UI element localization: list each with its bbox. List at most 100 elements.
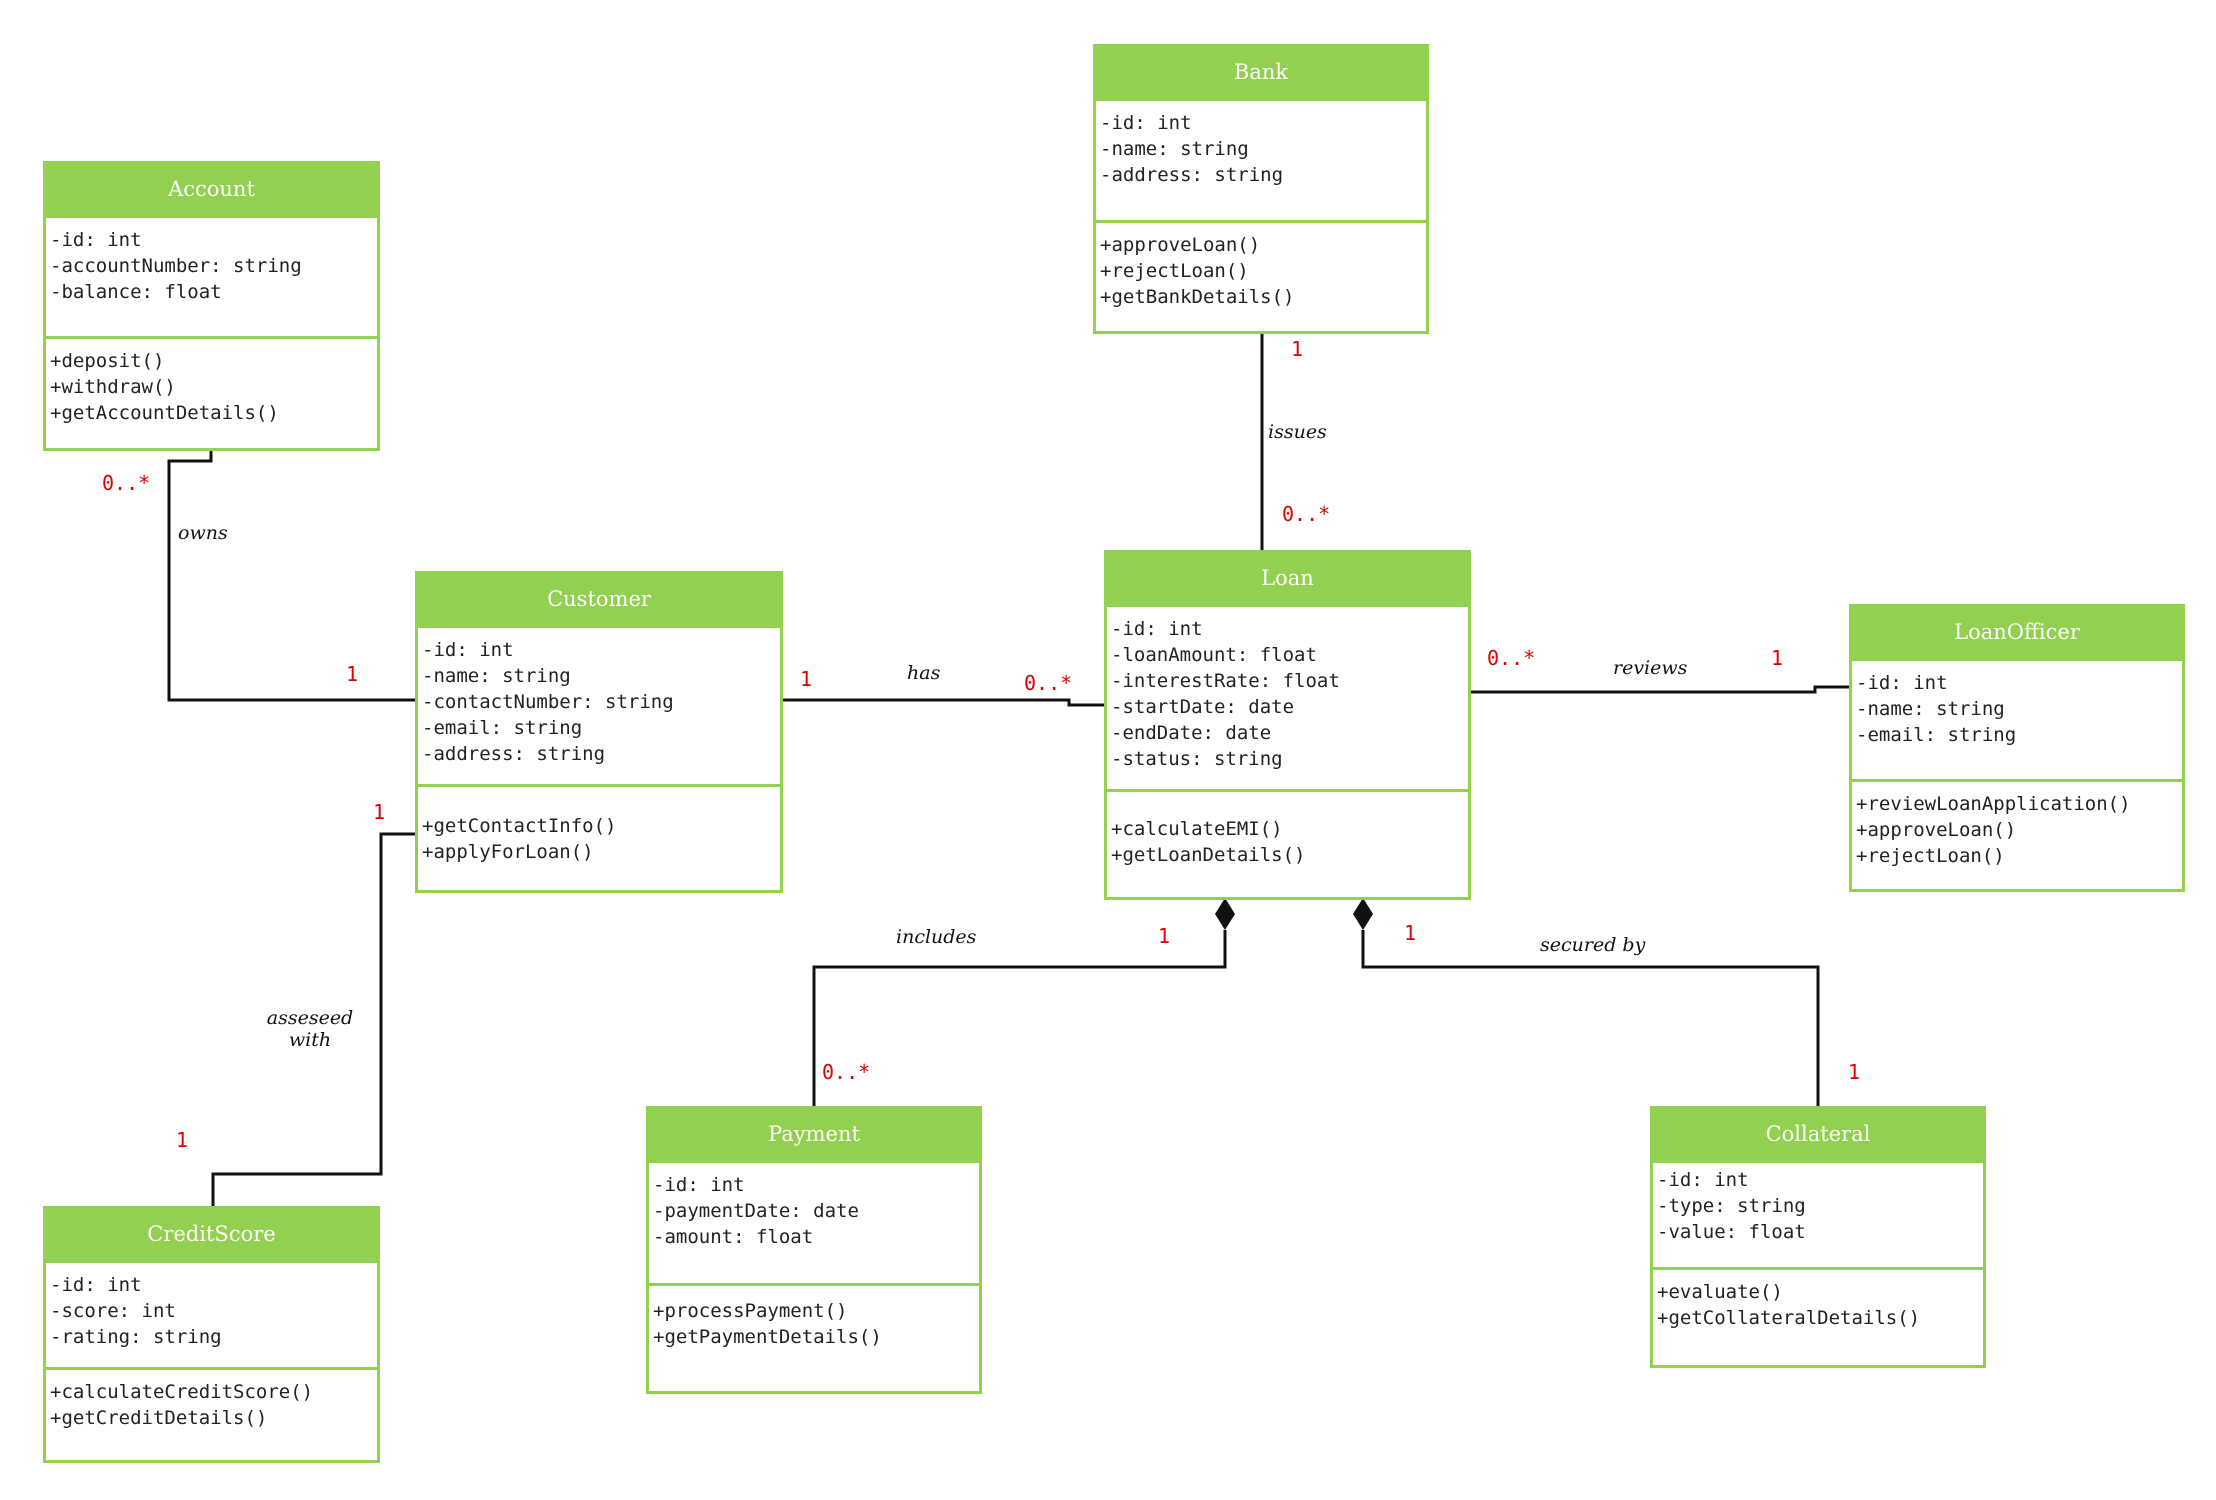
secured-by-connector bbox=[1361, 930, 1820, 1107]
operation: +calculateEMI() bbox=[1111, 818, 1283, 840]
operation: +approveLoan() bbox=[1100, 234, 1261, 256]
assoc-label-includes: includes bbox=[896, 926, 977, 948]
owns-connector bbox=[167, 450, 416, 702]
operation: +getLoanDetails() bbox=[1111, 844, 1306, 866]
class-loan-attributes: -id: int -loanAmount: float -interestRat… bbox=[1107, 607, 1468, 792]
has-connector bbox=[782, 698, 1105, 707]
class-payment-title: Payment bbox=[649, 1109, 979, 1163]
attribute: -name: string bbox=[1856, 698, 2005, 720]
class-collateral-title: Collateral bbox=[1653, 1109, 1983, 1163]
assoc-label-has: has bbox=[907, 662, 941, 684]
attribute: -address: string bbox=[422, 743, 606, 765]
operation: +getContactInfo() bbox=[422, 815, 617, 837]
class-collateral-attributes: -id: int -type: string -value: float bbox=[1653, 1163, 1983, 1270]
class-customer[interactable]: Customer -id: int -name: string -contact… bbox=[415, 571, 783, 893]
attribute: -email: string bbox=[1856, 724, 2017, 746]
attribute: -amount: float bbox=[653, 1226, 814, 1248]
operation: +rejectLoan() bbox=[1100, 260, 1249, 282]
attribute: -endDate: date bbox=[1111, 722, 1272, 744]
attribute: -id: int bbox=[50, 1274, 142, 1296]
mult-owns-customer: 1 bbox=[346, 662, 359, 686]
assoc-label-issues: issues bbox=[1268, 421, 1327, 443]
attribute: -paymentDate: date bbox=[653, 1200, 859, 1222]
attribute: -id: int bbox=[653, 1174, 745, 1196]
attribute: -id: int bbox=[1657, 1169, 1749, 1191]
class-payment[interactable]: Payment -id: int -paymentDate: date -amo… bbox=[646, 1106, 982, 1394]
class-bank-attributes: -id: int -name: string -address: string bbox=[1096, 101, 1426, 223]
class-loanofficer-operations: +reviewLoanApplication() +approveLoan() … bbox=[1852, 782, 2182, 869]
class-customer-attributes: -id: int -name: string -contactNumber: s… bbox=[418, 628, 780, 787]
reviews-connector bbox=[1470, 685, 1850, 694]
class-bank[interactable]: Bank -id: int -name: string -address: st… bbox=[1093, 44, 1429, 334]
mult-assessed-creditscore: 1 bbox=[176, 1128, 189, 1152]
operation: +evaluate() bbox=[1657, 1281, 1783, 1303]
operation: +getCreditDetails() bbox=[50, 1407, 268, 1429]
mult-reviews-loan: 0..* bbox=[1487, 646, 1536, 670]
attribute: -interestRate: float bbox=[1111, 670, 1340, 692]
attribute: -name: string bbox=[1100, 138, 1249, 160]
attribute: -id: int bbox=[50, 229, 142, 251]
class-bank-title: Bank bbox=[1096, 47, 1426, 101]
attribute: -rating: string bbox=[50, 1326, 222, 1348]
operation: +processPayment() bbox=[653, 1300, 848, 1322]
attribute: -type: string bbox=[1657, 1195, 1806, 1217]
operation: +getBankDetails() bbox=[1100, 286, 1295, 308]
operation: +calculateCreditScore() bbox=[50, 1381, 314, 1403]
mult-secured-loan: 1 bbox=[1404, 921, 1417, 945]
assoc-label-reviews: reviews bbox=[1613, 657, 1688, 679]
class-customer-title: Customer bbox=[418, 574, 780, 628]
composition-diamond-payment bbox=[1215, 898, 1235, 930]
class-account-attributes: -id: int -accountNumber: string -balance… bbox=[46, 218, 377, 339]
composition-diamond-collateral bbox=[1353, 898, 1373, 930]
operation: +getAccountDetails() bbox=[50, 402, 279, 424]
attribute: -id: int bbox=[1100, 112, 1192, 134]
operation: +getCollateralDetails() bbox=[1657, 1307, 1921, 1329]
class-account[interactable]: Account -id: int -accountNumber: string … bbox=[43, 161, 380, 451]
class-collateral-operations: +evaluate() +getCollateralDetails() bbox=[1653, 1270, 1983, 1331]
attribute: -status: string bbox=[1111, 748, 1283, 770]
mult-includes-payment: 0..* bbox=[822, 1060, 871, 1084]
attribute: -id: int bbox=[422, 639, 514, 661]
mult-has-loan: 0..* bbox=[1024, 671, 1073, 695]
mult-secured-collateral: 1 bbox=[1848, 1060, 1861, 1084]
class-loanofficer[interactable]: LoanOfficer -id: int -name: string -emai… bbox=[1849, 604, 2185, 892]
class-creditscore-attributes: -id: int -score: int -rating: string bbox=[46, 1263, 377, 1370]
mult-issues-loan: 0..* bbox=[1282, 502, 1331, 526]
assessed-with-connector bbox=[211, 832, 416, 1207]
class-bank-operations: +approveLoan() +rejectLoan() +getBankDet… bbox=[1096, 223, 1426, 310]
attribute: -name: string bbox=[422, 665, 571, 687]
attribute: -startDate: date bbox=[1111, 696, 1295, 718]
class-account-operations: +deposit() +withdraw() +getAccountDetail… bbox=[46, 339, 377, 426]
operation: +rejectLoan() bbox=[1856, 845, 2005, 867]
operation: +getPaymentDetails() bbox=[653, 1326, 882, 1348]
operation: +deposit() bbox=[50, 350, 165, 372]
attribute: -accountNumber: string bbox=[50, 255, 302, 277]
class-payment-attributes: -id: int -paymentDate: date -amount: flo… bbox=[649, 1163, 979, 1286]
class-collateral[interactable]: Collateral -id: int -type: string -value… bbox=[1650, 1106, 1986, 1368]
class-customer-operations: +getContactInfo() +applyForLoan() bbox=[418, 787, 780, 865]
operation: +reviewLoanApplication() bbox=[1856, 793, 2131, 815]
attribute: -score: int bbox=[50, 1300, 176, 1322]
operation: +approveLoan() bbox=[1856, 819, 2017, 841]
mult-includes-loan: 1 bbox=[1158, 924, 1171, 948]
attribute: -loanAmount: float bbox=[1111, 644, 1317, 666]
operation: +applyForLoan() bbox=[422, 841, 594, 863]
attribute: -id: int bbox=[1856, 672, 1948, 694]
mult-assessed-customer: 1 bbox=[373, 800, 386, 824]
class-loan-operations: +calculateEMI() +getLoanDetails() bbox=[1107, 792, 1468, 868]
mult-reviews-loanofficer: 1 bbox=[1771, 646, 1784, 670]
attribute: -value: float bbox=[1657, 1221, 1806, 1243]
class-loan[interactable]: Loan -id: int -loanAmount: float -intere… bbox=[1104, 550, 1471, 900]
mult-has-customer: 1 bbox=[800, 667, 813, 691]
operation: +withdraw() bbox=[50, 376, 176, 398]
attribute: -id: int bbox=[1111, 618, 1203, 640]
class-loanofficer-title: LoanOfficer bbox=[1852, 607, 2182, 661]
attribute: -balance: float bbox=[50, 281, 222, 303]
class-creditscore[interactable]: CreditScore -id: int -score: int -rating… bbox=[43, 1206, 380, 1463]
mult-issues-bank: 1 bbox=[1291, 337, 1304, 361]
attribute: -address: string bbox=[1100, 164, 1284, 186]
class-loanofficer-attributes: -id: int -name: string -email: string bbox=[1852, 661, 2182, 782]
class-creditscore-operations: +calculateCreditScore() +getCreditDetail… bbox=[46, 1370, 377, 1431]
